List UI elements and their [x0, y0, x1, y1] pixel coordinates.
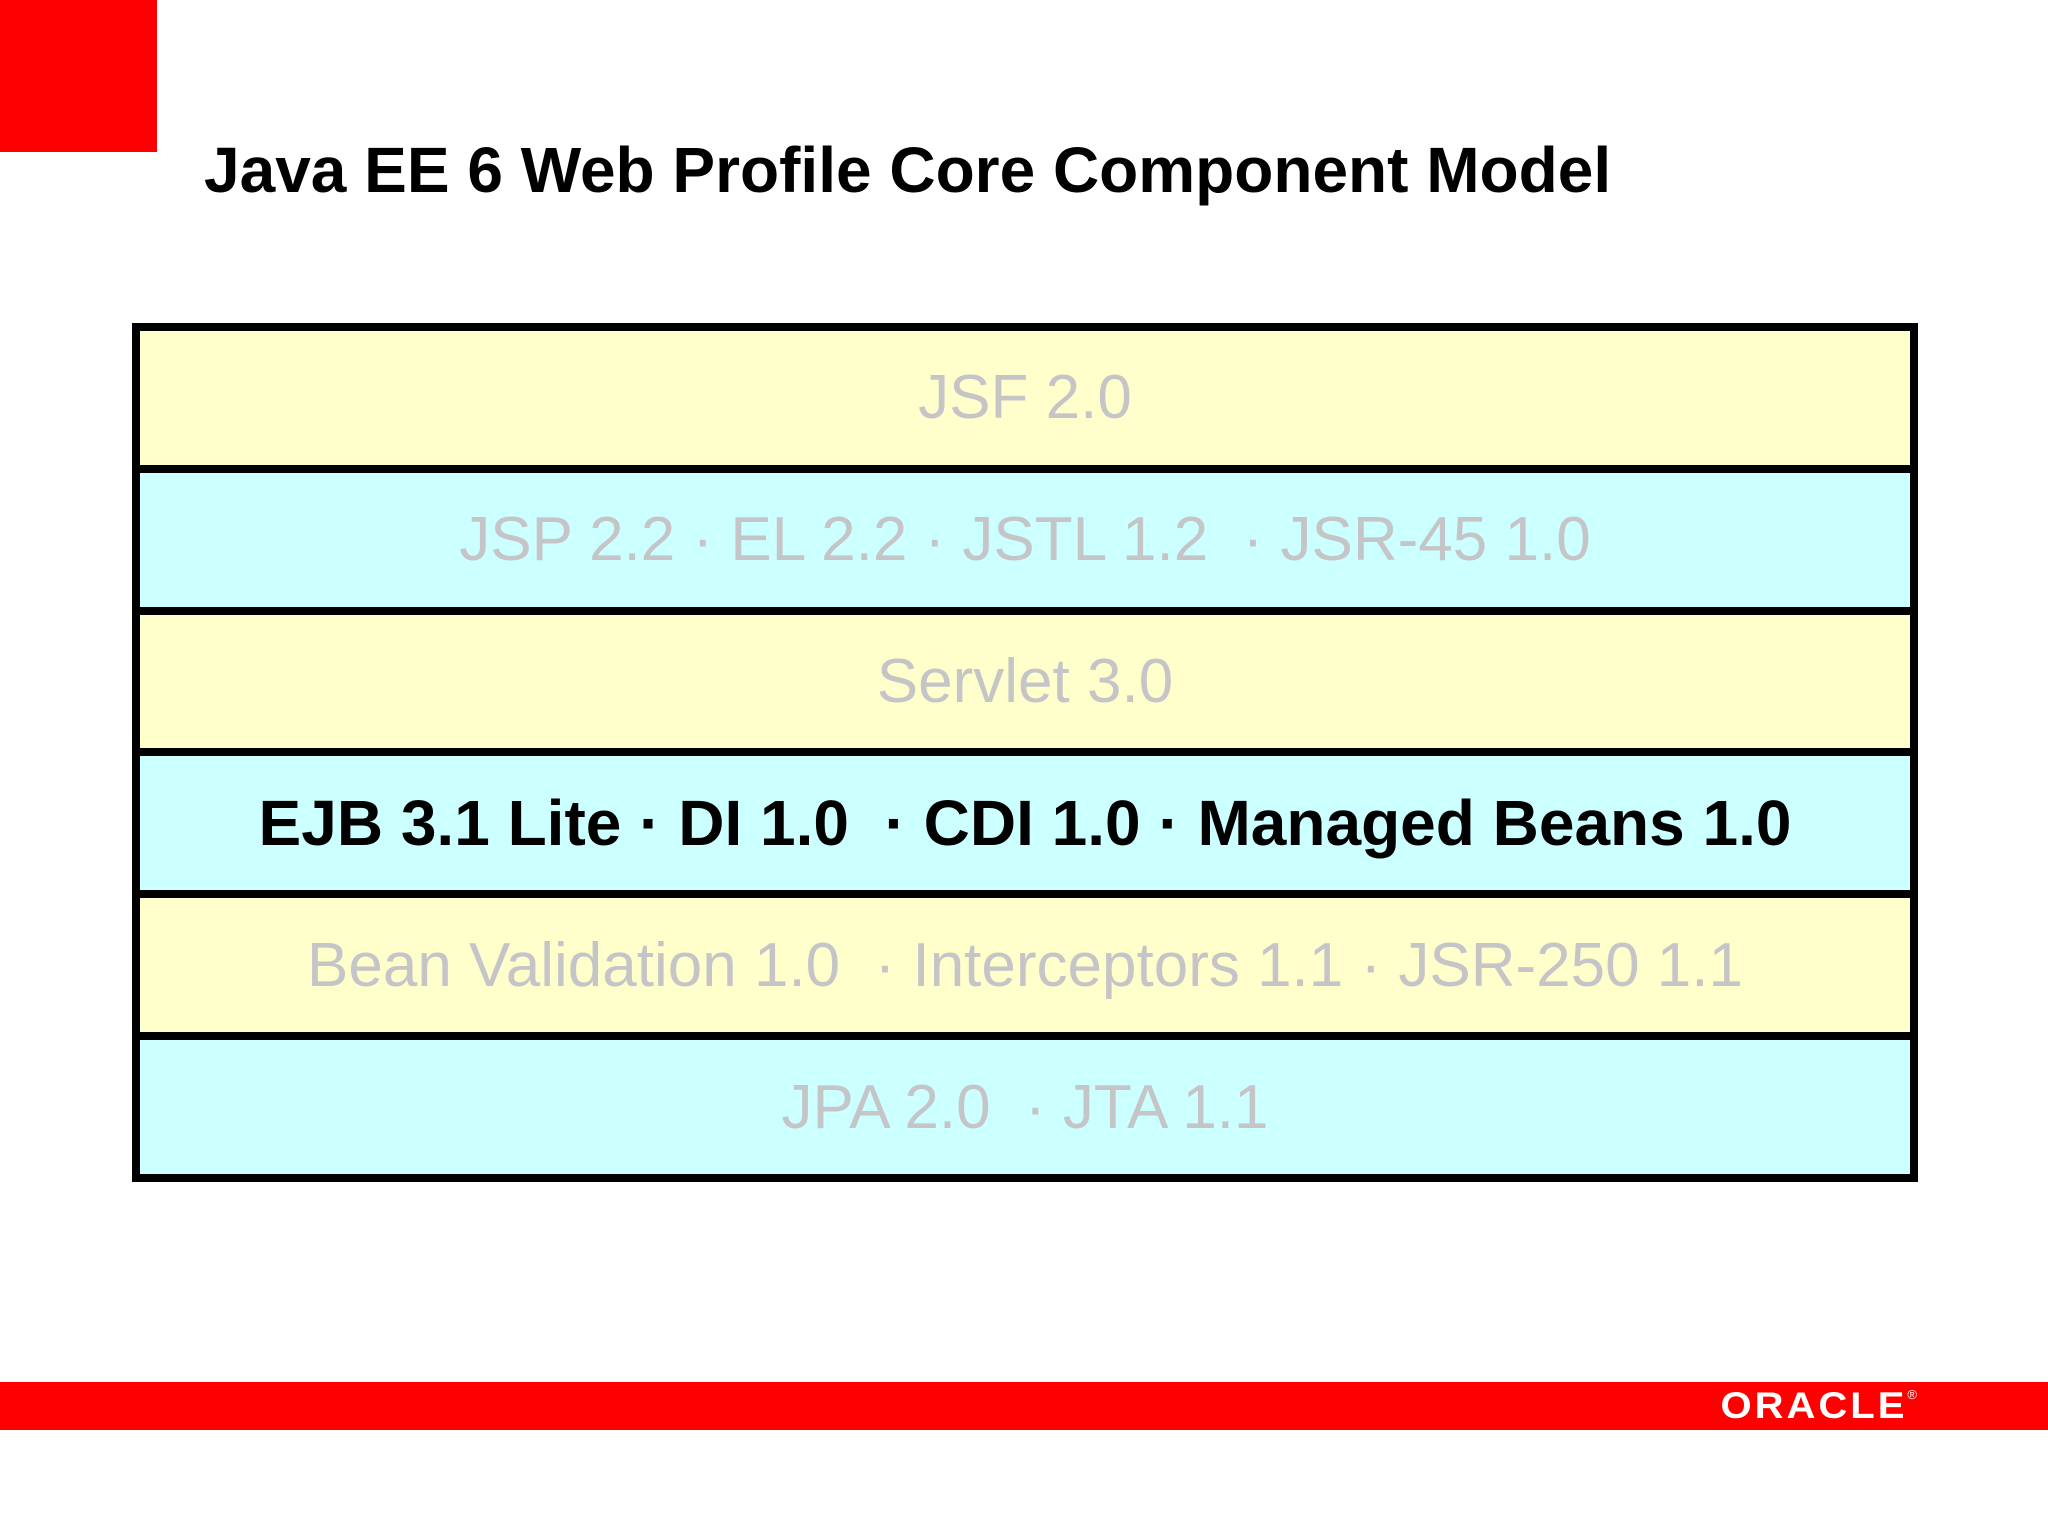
stack-row-label: JPA 2.0 · JTA 1.1: [781, 1072, 1269, 1142]
component-stack-diagram: JSF 2.0 JSP 2.2 · EL 2.2 · JSTL 1.2 · JS…: [132, 323, 1918, 1182]
stack-row-jpa-jta: JPA 2.0 · JTA 1.1: [140, 1032, 1910, 1174]
page-title: Java EE 6 Web Profile Core Component Mod…: [204, 133, 1612, 206]
oracle-logo: ORACLE ®: [1721, 1382, 1917, 1430]
stack-row-ejb-di-cdi-managed-beans: EJB 3.1 Lite · DI 1.0 · CDI 1.0 · Manage…: [140, 748, 1910, 891]
stack-row-jsp-el-jstl-jsr45: JSP 2.2 · EL 2.2 · JSTL 1.2 · JSR-45 1.0: [140, 464, 1910, 607]
registered-trademark-icon: ®: [1907, 1387, 1917, 1402]
red-corner-accent: [0, 0, 157, 152]
footer-red-bar: ORACLE ®: [0, 1382, 2048, 1430]
stack-row-label: JSP 2.2 · EL 2.2 · JSTL 1.2 · JSR-45 1.0: [459, 505, 1591, 575]
stack-row-jsf: JSF 2.0: [140, 331, 1910, 465]
oracle-logo-wordmark: ORACLE: [1720, 1385, 1908, 1427]
stack-row-label: Bean Validation 1.0 · Interceptors 1.1 ·…: [307, 930, 1743, 1000]
stack-row-beanvalidation-interceptors-jsr250: Bean Validation 1.0 · Interceptors 1.1 ·…: [140, 890, 1910, 1033]
stack-row-servlet: Servlet 3.0: [140, 606, 1910, 749]
stack-row-label: JSF 2.0: [918, 363, 1132, 433]
stack-row-label: EJB 3.1 Lite · DI 1.0 · CDI 1.0 · Manage…: [258, 787, 1792, 860]
stack-row-label: Servlet 3.0: [876, 647, 1174, 717]
